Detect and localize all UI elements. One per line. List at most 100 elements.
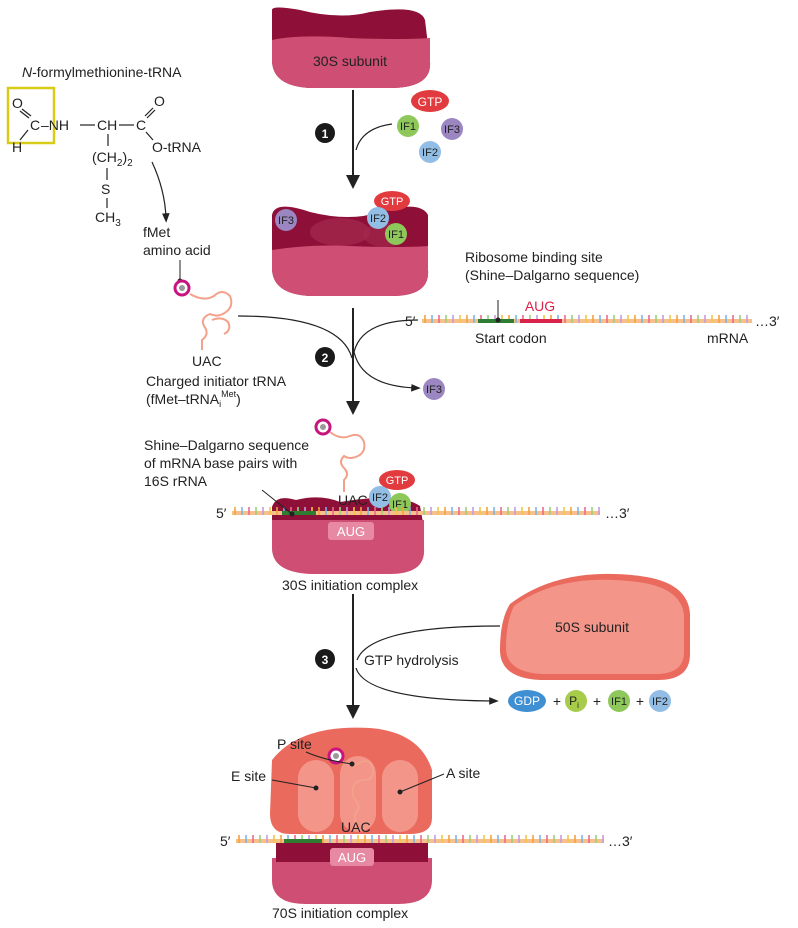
sulfur-atom: S xyxy=(101,181,110,197)
mrna1-5prime: 5′ xyxy=(405,313,416,329)
svg-text:IF3: IF3 xyxy=(278,215,294,227)
if2-bound xyxy=(367,207,389,229)
amine-group: –NH xyxy=(41,117,69,133)
svg-text:3: 3 xyxy=(322,653,329,667)
svg-text:+: + xyxy=(553,693,561,709)
mrna2-3prime: …3′ xyxy=(605,505,630,521)
svg-text:IF1: IF1 xyxy=(400,121,416,133)
trna-70s xyxy=(327,747,375,824)
trna-complex-30s xyxy=(314,418,366,492)
mrna-strand-2 xyxy=(232,507,600,515)
mrna-strand-3 xyxy=(236,835,604,843)
complex-70s-label: 70S initiation complex xyxy=(272,905,408,921)
start-codon-label: Start codon xyxy=(475,330,547,346)
carbonyl-oxygen: O xyxy=(154,93,165,109)
if3-circle xyxy=(441,118,463,140)
ester-trna: O-tRNA xyxy=(152,139,202,155)
svg-text:+: + xyxy=(593,693,601,709)
gdp-badge xyxy=(508,690,546,712)
sd-pairing-label-1: Shine–Dalgarno sequence xyxy=(144,437,309,453)
subunit-30s-label: 30S subunit xyxy=(313,53,387,69)
formyl-carbon: C xyxy=(30,117,40,133)
svg-text:GTP: GTP xyxy=(418,95,443,109)
a-site-channel xyxy=(382,760,418,832)
mrna3-5prime: 5′ xyxy=(220,833,231,849)
step-3-badge: 3 xyxy=(315,649,335,669)
sd-pairing-label-3: 16S rRNA xyxy=(144,473,208,489)
e-site-channel xyxy=(298,760,334,832)
gtp-hydrolysis-label: GTP hydrolysis xyxy=(364,652,459,668)
formyl-oxygen: O xyxy=(12,95,23,111)
50s-join-curve xyxy=(356,625,501,661)
fmet-label: fMet xyxy=(143,224,170,240)
methylene-group: (CH2)2 xyxy=(92,149,133,169)
gtp-30s xyxy=(379,470,415,490)
p-site-label: P site xyxy=(277,736,312,752)
initiator-trna: UAC xyxy=(173,279,233,369)
svg-text:GTP: GTP xyxy=(386,475,409,487)
methyl-group: CH3 xyxy=(95,209,121,229)
svg-text:2: 2 xyxy=(322,351,329,365)
factor-group-step1: GTP IF1 IF3 IF2 xyxy=(397,90,463,163)
mrna1-3prime: …3′ xyxy=(755,313,780,329)
svg-text:IF2: IF2 xyxy=(652,696,668,708)
aug-label-2: AUG xyxy=(337,524,365,539)
a-site-label: A site xyxy=(446,765,480,781)
svg-text:IF2: IF2 xyxy=(422,147,438,159)
svg-text:IF2: IF2 xyxy=(370,213,386,225)
svg-text:GDP: GDP xyxy=(514,694,540,708)
complex-30s-label: 30S initiation complex xyxy=(282,577,418,593)
carbonyl-carbon: C xyxy=(136,117,146,133)
molecule-to-fmet-arrow xyxy=(151,161,170,223)
if3-released xyxy=(423,378,445,400)
svg-text:Pi: Pi xyxy=(569,694,579,710)
if2-30s xyxy=(369,486,391,508)
formyl-highlight-box xyxy=(6,86,56,145)
aug-label-3: AUG xyxy=(338,850,366,865)
initiation-complex-70s: AUG UAC xyxy=(270,727,432,904)
anticodon-label: UAC xyxy=(192,353,222,369)
gtp-badge xyxy=(411,90,449,112)
fmet-trna-structure: N-formylmethionine-tRNA O C H –NH CH C O… xyxy=(6,64,202,229)
if2-released xyxy=(649,690,671,712)
subunit-30s-top: 30S subunit xyxy=(272,7,431,88)
if3-release-arrow xyxy=(353,351,421,392)
anticodon-70s: UAC xyxy=(341,819,371,835)
amino-acid-label: amino acid xyxy=(143,242,211,258)
step-1-badge: 1 xyxy=(315,123,335,143)
subunit-50s-label: 50S subunit xyxy=(555,619,629,635)
charged-trna-label: Charged initiator tRNA xyxy=(146,373,287,389)
formyl-hydrogen: H xyxy=(12,139,22,155)
if1-bound xyxy=(385,223,407,245)
rbs-label: Ribosome binding site xyxy=(465,249,603,265)
svg-text:IF1: IF1 xyxy=(388,229,404,241)
trna-join-curve xyxy=(237,315,353,359)
anticodon-30s: UAC xyxy=(338,492,368,508)
if3-bound xyxy=(275,209,297,231)
svg-text:GTP: GTP xyxy=(381,196,404,208)
gtp-bound xyxy=(374,191,410,211)
if1-30s xyxy=(389,493,411,515)
svg-text:+: + xyxy=(636,693,644,709)
svg-text:IF1: IF1 xyxy=(392,499,408,511)
mrna-join-curve xyxy=(353,319,419,353)
svg-text:IF3: IF3 xyxy=(444,124,460,136)
sd-sequence-label: (Shine–Dalgarno sequence) xyxy=(465,267,639,283)
sd-pairing-label-2: of mRNA base pairs with xyxy=(144,455,297,471)
if2-circle xyxy=(419,141,441,163)
aug-label-1: AUG xyxy=(525,298,555,314)
svg-text:IF2: IF2 xyxy=(372,492,388,504)
svg-text:IF1: IF1 xyxy=(611,696,627,708)
mrna2-5prime: 5′ xyxy=(216,505,227,521)
release-products-arrow xyxy=(355,667,499,705)
subunit-50s: 50S subunit xyxy=(500,573,690,680)
released-products: GDP + Pi + IF1 + IF2 xyxy=(508,690,671,712)
p-site-channel xyxy=(340,756,376,832)
phosphate-circle xyxy=(565,690,587,712)
factors-join-curve xyxy=(355,123,393,151)
step-2-badge: 2 xyxy=(315,347,335,367)
e-site-label: E site xyxy=(231,768,266,784)
subunit-30s-with-factors: IF3 GTP IF2 IF1 xyxy=(272,191,429,296)
svg-text:IF3: IF3 xyxy=(426,384,442,396)
